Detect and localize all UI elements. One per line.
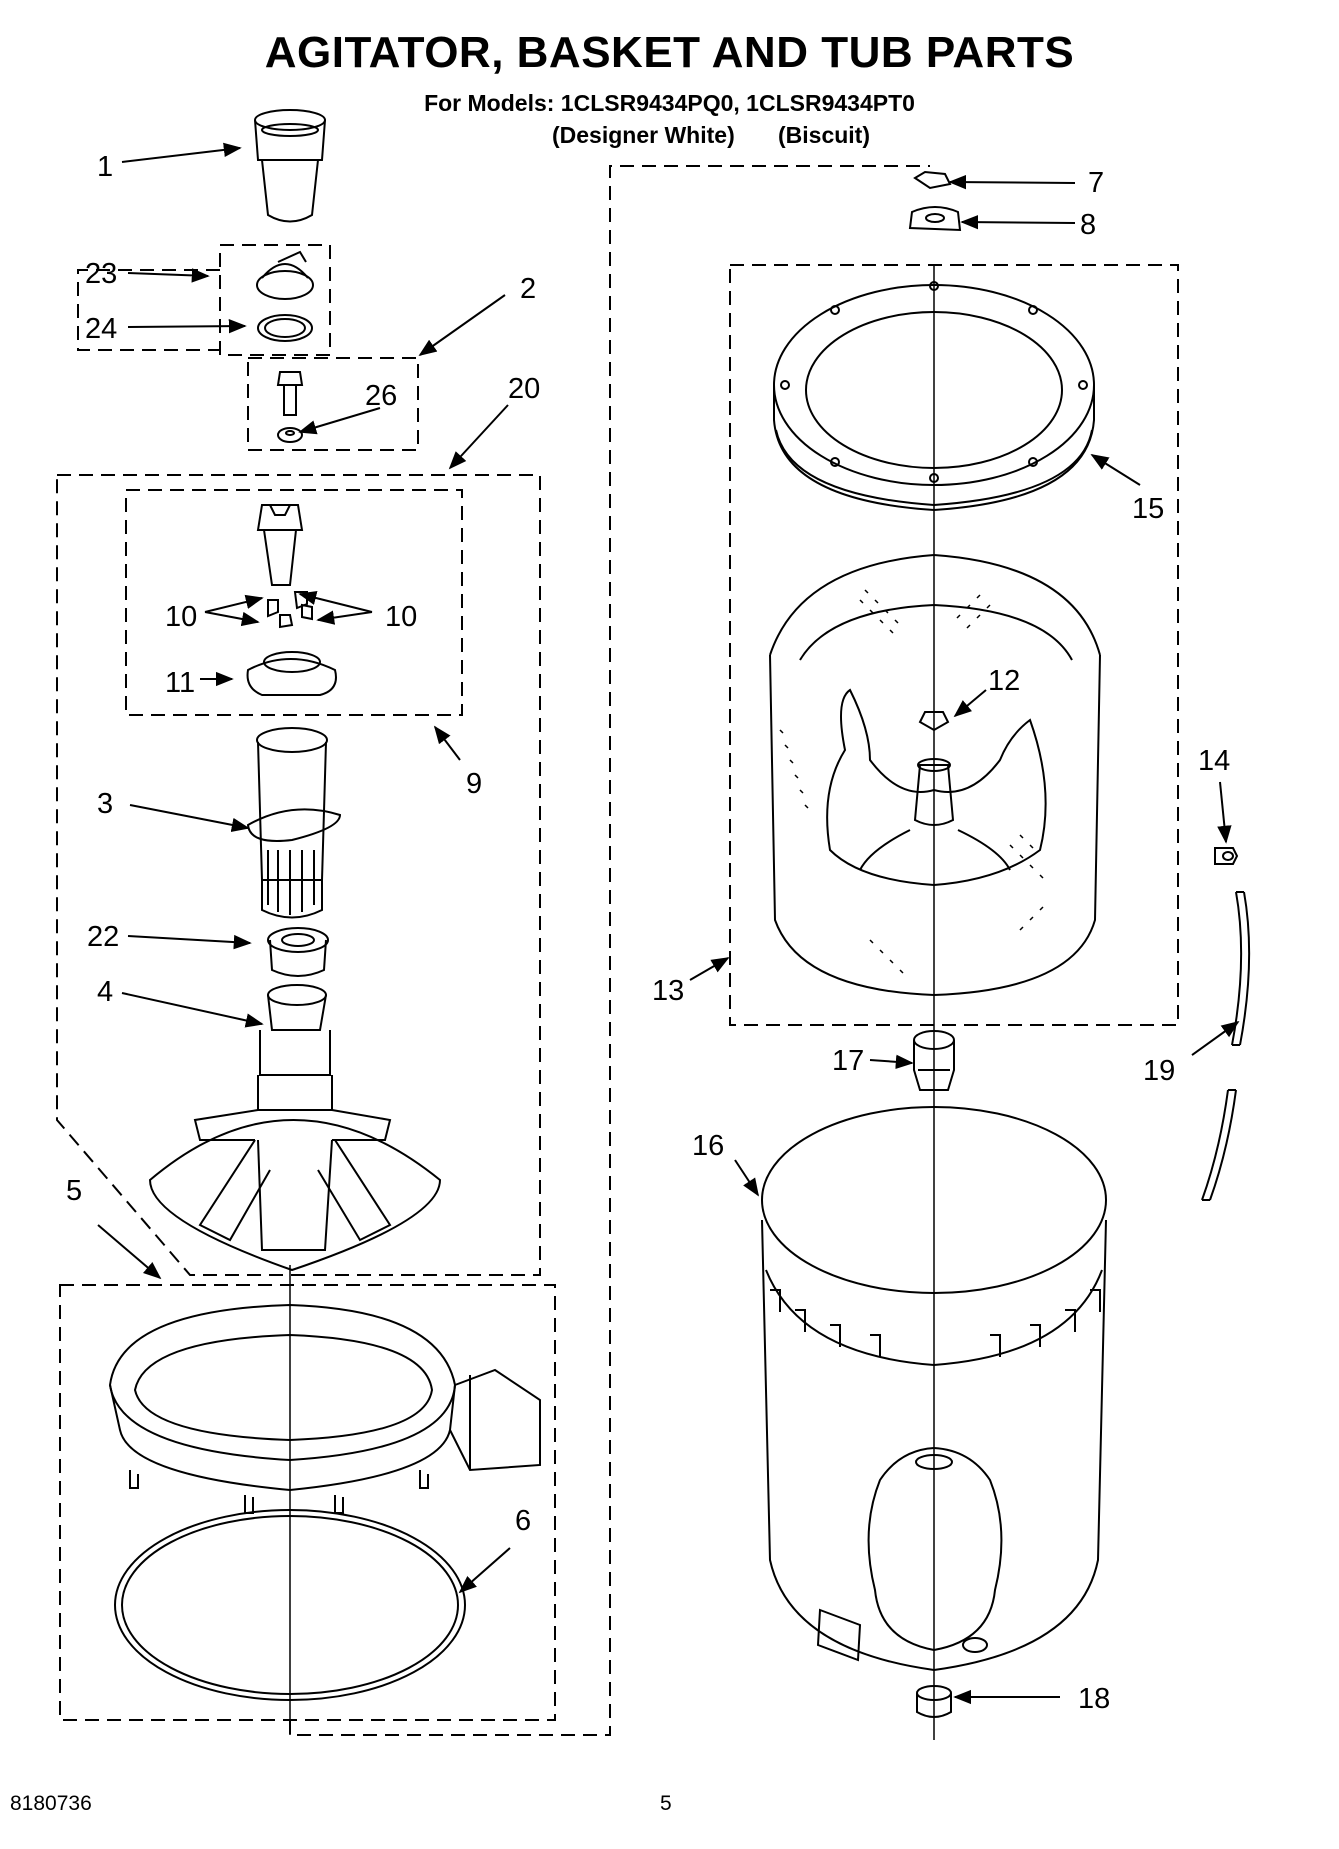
callout-18: 18 — [1078, 1683, 1110, 1715]
callout-2: 2 — [520, 273, 536, 305]
callout-12: 12 — [988, 665, 1020, 697]
callout-5: 5 — [66, 1175, 82, 1207]
bolt-and-washer — [276, 371, 304, 443]
cap-insert — [256, 250, 314, 300]
callout-13: 13 — [652, 975, 684, 1007]
callout-22: 22 — [87, 921, 119, 953]
callout-6: 6 — [515, 1505, 531, 1537]
callout-10-right: 10 — [385, 601, 417, 633]
agitator-cap — [254, 109, 326, 223]
leader-arrows — [97, 142, 1240, 1705]
callout-11: 11 — [165, 667, 195, 699]
callout-3: 3 — [97, 788, 113, 820]
document-number: 8180736 — [10, 1792, 92, 1815]
balance-ring — [773, 281, 1095, 512]
callout-17: 17 — [832, 1045, 864, 1077]
variant-designer-white: (Designer White) — [552, 122, 735, 148]
callout-10-left: 10 — [165, 601, 197, 633]
basket-hub — [913, 1030, 955, 1091]
assembly-center-lines — [289, 265, 935, 1740]
page-number: 5 — [660, 1792, 672, 1815]
drain-plug — [916, 1685, 952, 1718]
tub-ring-seal — [114, 1509, 466, 1701]
agitator-base-assembly — [148, 984, 442, 1272]
callout-7: 7 — [1088, 167, 1104, 199]
callout-8: 8 — [1080, 209, 1096, 241]
callout-9: 9 — [466, 768, 482, 800]
callout-15: 15 — [1132, 493, 1164, 525]
cam-ring — [267, 927, 329, 977]
dashed-group-boxes — [56, 165, 1179, 1736]
spin-basket — [769, 553, 1101, 997]
agitator-barrel — [246, 727, 342, 919]
nut-and-clip — [908, 170, 962, 232]
callout-4: 4 — [97, 976, 113, 1008]
outer-tub — [761, 1106, 1107, 1672]
callout-16: 16 — [692, 1130, 724, 1162]
variant-biscuit: (Biscuit) — [778, 122, 870, 148]
callout-24: 24 — [85, 313, 117, 345]
callout-1: 1 — [97, 151, 113, 183]
models-line: For Models: 1CLSR9434PQ0, 1CLSR9434PT0 — [424, 90, 915, 116]
tub-ring — [108, 1303, 541, 1514]
callout-20: 20 — [508, 373, 540, 405]
seal-ring — [257, 314, 313, 342]
callout-19: 19 — [1143, 1055, 1175, 1087]
callout-labels: 1 2 3 4 5 6 7 8 9 10 10 11 12 13 14 15 1… — [66, 151, 1230, 1715]
callout-26: 26 — [365, 380, 397, 412]
page-title: AGITATOR, BASKET AND TUB PARTS — [264, 28, 1075, 77]
clamp-and-hose — [1201, 847, 1251, 1201]
callout-14: 14 — [1198, 745, 1230, 777]
agitator-dogs-kit — [246, 504, 337, 696]
callout-23: 23 — [85, 258, 117, 290]
